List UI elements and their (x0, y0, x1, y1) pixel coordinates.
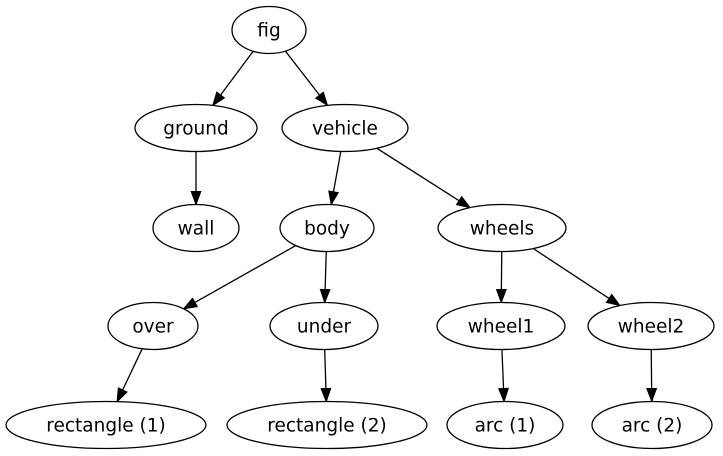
node-label: over (132, 316, 174, 337)
node-vehicle: vehicle (281, 103, 409, 153)
edge-line (324, 251, 327, 290)
node-arc2: arc (2) (591, 400, 713, 450)
edge-body-under (319, 251, 331, 304)
node-rectangle1: rectangle (1) (5, 400, 207, 450)
edge-line (501, 349, 505, 389)
node-body: body (279, 203, 375, 253)
edge-fig-vehicle (284, 50, 329, 107)
node-label: arc (2) (622, 415, 683, 436)
edge-wheel1-arc1 (497, 349, 510, 403)
edge-vehicle-wheels (376, 147, 472, 209)
node-label: wheel2 (618, 316, 685, 337)
arrowhead-icon (328, 190, 340, 207)
arrowhead-icon (455, 195, 472, 209)
node-label: rectangle (2) (267, 415, 386, 436)
node-ellipse (446, 400, 564, 450)
node-ellipse (591, 400, 713, 450)
arrowhead-icon (497, 387, 510, 403)
node-over: over (107, 301, 199, 351)
node-ellipse (134, 103, 258, 153)
node-ellipse (587, 301, 715, 351)
node-ellipse (436, 301, 566, 351)
edge-line (194, 245, 297, 303)
node-label: vehicle (312, 118, 378, 139)
edge-line (324, 349, 327, 389)
node-label: wheels (470, 218, 534, 239)
node-wheels: wheels (437, 203, 567, 253)
edge-wheels-wheel2 (532, 247, 622, 307)
node-fig: fig (231, 5, 307, 55)
edge-body-over (182, 245, 297, 310)
edge-under-rectangle2 (320, 349, 332, 403)
edge-line (532, 247, 610, 299)
node-ellipse (152, 203, 240, 253)
edge-wheels-wheel1 (495, 251, 507, 304)
edge-fig-ground (211, 50, 254, 107)
node-ellipse (279, 203, 375, 253)
edge-over-rectangle1 (116, 348, 143, 403)
arrowhead-icon (320, 387, 332, 403)
node-label: arc (1) (475, 415, 536, 436)
arrowhead-icon (190, 191, 202, 206)
arrowhead-icon (116, 387, 128, 403)
arrowhead-icon (314, 91, 329, 107)
arrowhead-icon (211, 91, 226, 107)
edge-line (332, 151, 342, 192)
node-ellipse (226, 400, 428, 450)
node-ellipse (231, 5, 307, 55)
node-ellipse (107, 301, 199, 351)
node-ellipse (281, 103, 409, 153)
node-rectangle2: rectangle (2) (226, 400, 428, 450)
edge-ground-wall (190, 151, 202, 206)
arrowhead-icon (646, 387, 658, 403)
edge-line (284, 50, 321, 96)
node-label: rectangle (1) (46, 415, 165, 436)
edge-line (220, 50, 254, 96)
node-wall: wall (152, 203, 240, 253)
node-wheel2: wheel2 (587, 301, 715, 351)
node-under: under (269, 301, 379, 351)
node-ellipse (437, 203, 567, 253)
edge-vehicle-body (328, 151, 342, 207)
node-label: fig (257, 20, 280, 41)
node-ellipse (5, 400, 207, 450)
node-label: under (297, 316, 352, 337)
node-ground: ground (134, 103, 258, 153)
node-label: wheel1 (468, 316, 535, 337)
node-arc1: arc (1) (446, 400, 564, 450)
arrowhead-icon (182, 297, 199, 310)
edge-wheel2-arc2 (646, 349, 658, 403)
node-label: ground (163, 118, 228, 139)
edge-line (376, 147, 460, 202)
edge-line (122, 348, 143, 391)
node-label: wall (178, 218, 215, 239)
arrowhead-icon (495, 288, 507, 304)
arrowhead-icon (605, 293, 622, 307)
node-ellipse (269, 301, 379, 351)
node-label: body (304, 218, 350, 239)
node-wheel1: wheel1 (436, 301, 566, 351)
arrowhead-icon (319, 288, 331, 304)
